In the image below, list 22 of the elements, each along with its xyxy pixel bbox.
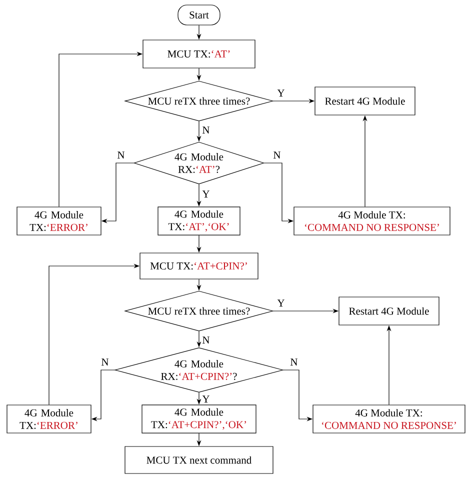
edge-label: Y — [201, 394, 211, 404]
edge-label: Y — [201, 190, 211, 198]
process-box: MCU TX: ‘AT’ — [142, 40, 256, 68]
process-box: 4G Module TX: ‘ERROR’ — [6, 404, 92, 434]
process-box: 4G Module TX: ‘COMMAND NO RESPONSE’ — [294, 206, 450, 236]
edge-label: Y — [276, 298, 286, 308]
edge-label: N — [201, 336, 211, 344]
edge-label: N — [289, 358, 299, 366]
process-box: MCU TX: ‘AT+CPIN?’ — [140, 252, 258, 280]
process-box: 4G Module TX: ‘AT’,‘OK’ — [158, 206, 240, 236]
process-box: Restart 4G Module — [338, 296, 440, 326]
edge-label: N — [201, 126, 211, 134]
process-box: 4G Module TX: ‘ERROR’ — [16, 206, 102, 236]
process-box: 4G Module TX: ‘AT+CPIN?’,‘OK’ — [142, 404, 256, 434]
start-terminal: Start — [178, 4, 220, 26]
process-box: 4G Module TX: ‘COMMAND NO RESPONSE’ — [312, 404, 466, 434]
edge-label: N — [272, 150, 282, 160]
edge-label: N — [116, 150, 126, 160]
process-box: Restart 4G Module — [314, 86, 416, 116]
edge-label: Y — [276, 88, 286, 98]
edge-label: N — [100, 358, 110, 366]
process-box: MCU TX next command — [124, 446, 274, 474]
